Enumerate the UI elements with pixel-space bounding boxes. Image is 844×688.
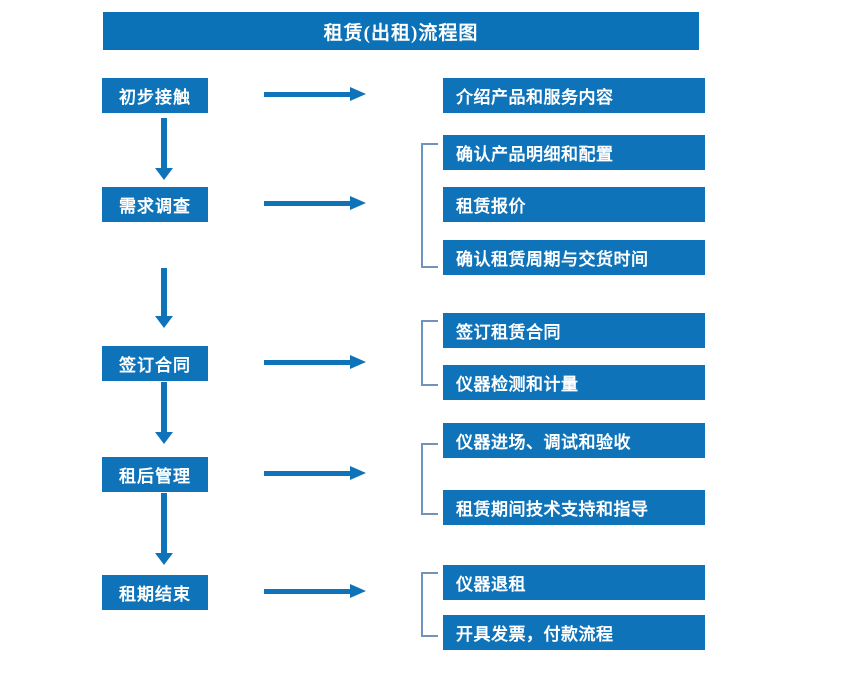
arrow-head-icon <box>155 432 173 444</box>
arrow-head-icon <box>350 87 366 101</box>
stage-flow-arrow-2 <box>155 268 173 328</box>
stage-flow-arrow-1 <box>155 118 173 180</box>
arrow-shaft <box>161 493 167 553</box>
stage-to-detail-arrow-3 <box>264 355 366 369</box>
group-bracket-4 <box>421 443 438 515</box>
arrow-head-icon <box>155 553 173 565</box>
arrow-shaft <box>161 382 167 432</box>
arrow-shaft <box>264 360 352 365</box>
stage-to-detail-arrow-4 <box>264 466 366 480</box>
detail-box-5-1[interactable]: 仪器退租 <box>443 565 705 600</box>
detail-box-4-2[interactable]: 租赁期间技术支持和指导 <box>443 490 705 525</box>
stage-box-4[interactable]: 租后管理 <box>102 457 208 492</box>
arrow-head-icon <box>155 168 173 180</box>
detail-box-5-2[interactable]: 开具发票，付款流程 <box>443 615 705 650</box>
stage-box-2[interactable]: 需求调查 <box>102 187 208 222</box>
stage-box-5[interactable]: 租期结束 <box>102 575 208 610</box>
detail-box-4-1[interactable]: 仪器进场、调试和验收 <box>443 423 705 458</box>
detail-box-3-1[interactable]: 签订租赁合同 <box>443 313 705 348</box>
arrow-head-icon <box>155 316 173 328</box>
stage-flow-arrow-3 <box>155 382 173 444</box>
diagram-title: 租赁(出租)流程图 <box>103 12 699 50</box>
detail-box-1-1[interactable]: 介绍产品和服务内容 <box>443 78 705 113</box>
detail-box-3-2[interactable]: 仪器检测和计量 <box>443 365 705 400</box>
arrow-head-icon <box>350 196 366 210</box>
group-bracket-2 <box>421 143 438 268</box>
arrow-shaft <box>264 92 352 97</box>
stage-to-detail-arrow-1 <box>264 87 366 101</box>
detail-box-2-3[interactable]: 确认租赁周期与交货时间 <box>443 240 705 275</box>
detail-box-2-1[interactable]: 确认产品明细和配置 <box>443 135 705 170</box>
stage-to-detail-arrow-5 <box>264 584 366 598</box>
group-bracket-5 <box>421 572 438 637</box>
stage-to-detail-arrow-2 <box>264 196 366 210</box>
arrow-head-icon <box>350 355 366 369</box>
group-bracket-3 <box>421 320 438 386</box>
arrow-shaft <box>161 268 167 316</box>
arrow-shaft <box>161 118 167 168</box>
arrow-head-icon <box>350 466 366 480</box>
detail-box-2-2[interactable]: 租赁报价 <box>443 187 705 222</box>
arrow-shaft <box>264 471 352 476</box>
arrow-shaft <box>264 201 352 206</box>
stage-box-1[interactable]: 初步接触 <box>102 78 208 113</box>
arrow-shaft <box>264 589 352 594</box>
stage-box-3[interactable]: 签订合同 <box>102 346 208 381</box>
arrow-head-icon <box>350 584 366 598</box>
stage-flow-arrow-4 <box>155 493 173 565</box>
